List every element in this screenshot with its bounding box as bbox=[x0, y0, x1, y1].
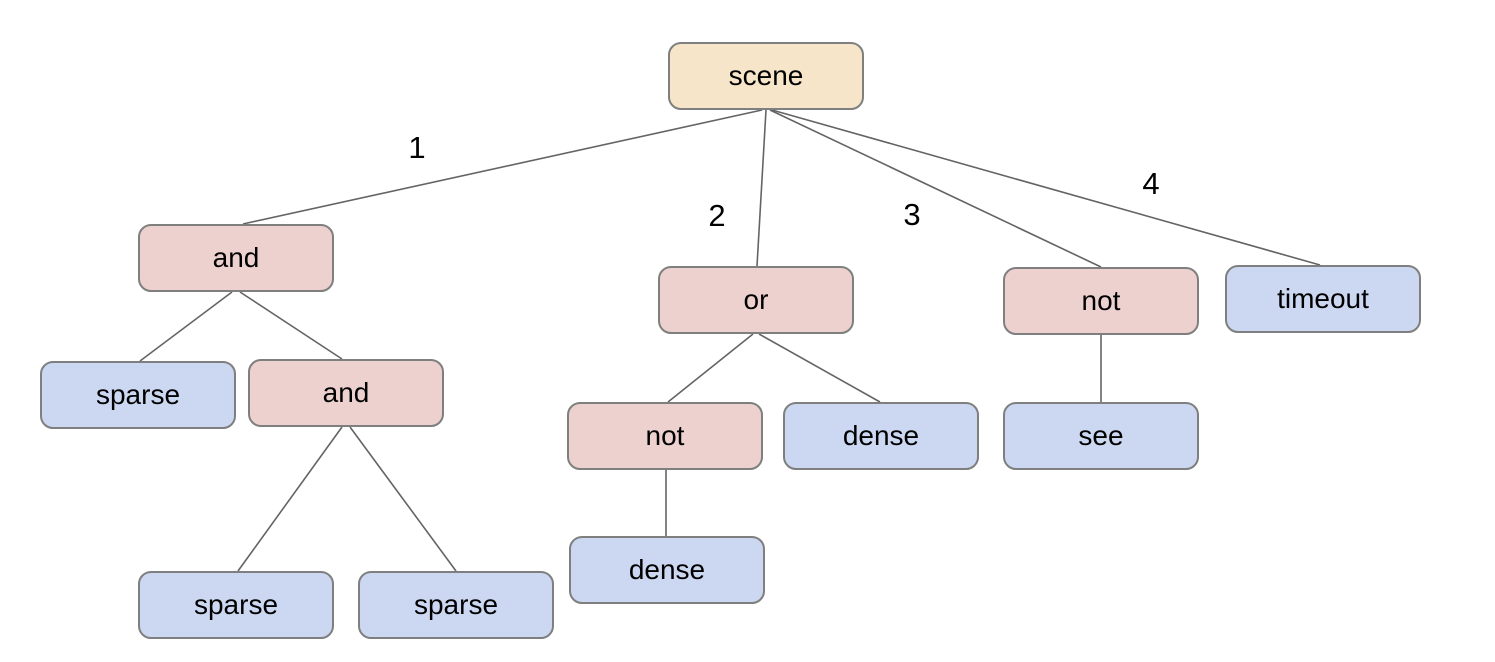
node-timeout: timeout bbox=[1225, 265, 1421, 333]
node-not-under-or: not bbox=[567, 402, 763, 470]
node-see: see bbox=[1003, 402, 1199, 470]
edge-scene-timeout bbox=[771, 109, 1321, 266]
node-sparse-bottom-2: sparse bbox=[358, 571, 554, 639]
edge-and-sparse bbox=[139, 291, 233, 362]
node-dense-bottom: dense bbox=[569, 536, 765, 604]
node-sparse-left: sparse bbox=[40, 361, 236, 429]
edge-and2-sparse2 bbox=[349, 426, 457, 572]
edge-label-1: 1 bbox=[408, 130, 426, 165]
edge-label-2: 2 bbox=[708, 198, 726, 233]
edge-label-4: 4 bbox=[1142, 166, 1160, 201]
node-and-nested: and bbox=[248, 359, 444, 427]
edge-or-dense bbox=[758, 333, 881, 403]
node-not: not bbox=[1003, 267, 1199, 335]
node-scene: scene bbox=[668, 42, 864, 110]
edge-scene-and bbox=[242, 109, 763, 225]
edge-label-3: 3 bbox=[903, 197, 921, 232]
edge-or-not bbox=[667, 333, 754, 403]
node-dense-right: dense bbox=[783, 402, 979, 470]
node-sparse-bottom-1: sparse bbox=[138, 571, 334, 639]
edge-scene-not bbox=[769, 109, 1102, 268]
node-or: or bbox=[658, 266, 854, 334]
node-and: and bbox=[138, 224, 334, 292]
edge-scene-or bbox=[756, 109, 767, 267]
edge-and2-sparse1 bbox=[237, 426, 343, 572]
edge-and-and bbox=[239, 291, 343, 360]
